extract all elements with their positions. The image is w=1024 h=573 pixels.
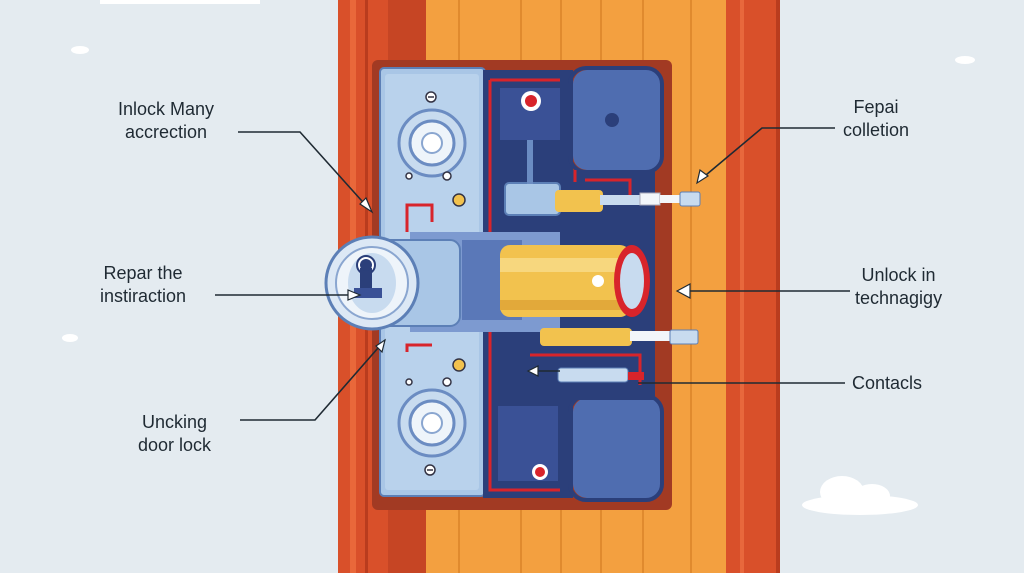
label-top-right-line2: colletion <box>843 120 910 140</box>
label-top-left-line2: accrection <box>125 122 208 142</box>
label-mid-left-line1: Repar the <box>103 263 183 283</box>
keyhole-cylinder <box>324 235 461 331</box>
arrowhead-icon <box>347 168 710 377</box>
callout-lines <box>215 127 850 421</box>
brass-cylinder <box>500 245 650 317</box>
keyhole-icon <box>360 259 372 271</box>
label-bot-left: Uncking door lock <box>138 411 211 457</box>
label-top-left: Inlock Many accrection <box>118 98 214 144</box>
label-top-left-line1: Inlock Many <box>118 99 215 119</box>
screw-hole-bottom <box>397 388 467 458</box>
cloud-icon <box>62 0 975 515</box>
screw-icon <box>405 91 466 476</box>
label-mid-right: Unlock in technagigy <box>855 264 942 310</box>
label-top-right: Fepai colletion <box>843 96 909 142</box>
label-mid-right-line2: technagigy <box>855 288 943 308</box>
label-mid-right-line1: Unlock in <box>861 265 936 285</box>
label-top-right-line1: Fepai <box>853 97 899 117</box>
label-bot-right: Contacls <box>852 372 922 395</box>
label-bot-right-line1: Contacls <box>852 373 923 393</box>
label-mid-left: Repar the instiraction <box>100 262 186 308</box>
upper-bolt <box>504 140 701 216</box>
label-bot-left-line2: door lock <box>138 435 212 455</box>
lower-bolt <box>540 328 699 383</box>
screw-hole-top <box>397 108 467 178</box>
label-bot-left-line1: Uncking <box>142 412 208 432</box>
label-mid-left-line2: instiraction <box>100 286 187 306</box>
